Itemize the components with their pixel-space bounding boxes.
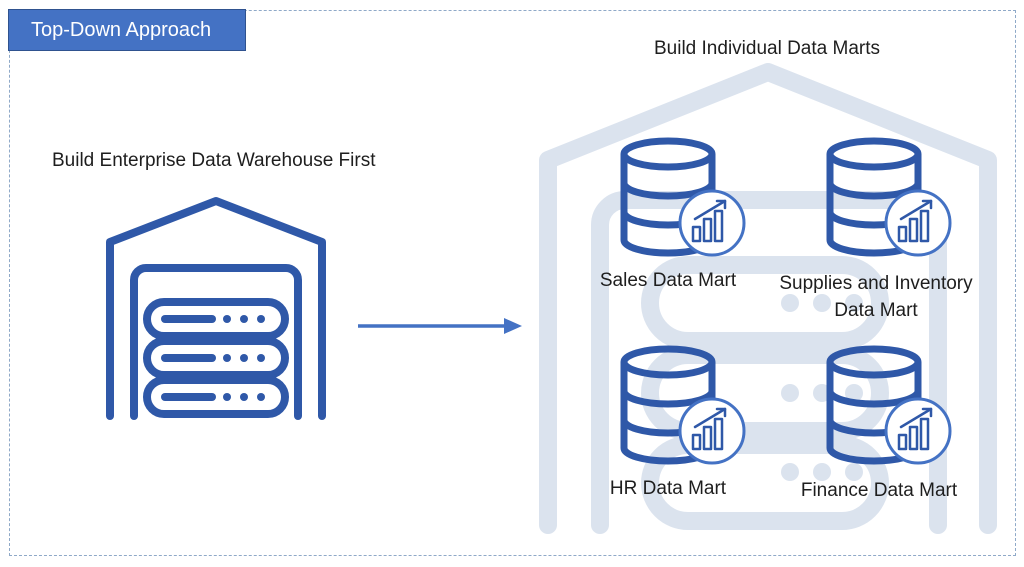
data-mart-label-hr: HR Data Mart	[609, 478, 727, 499]
data-mart-label-finance: Finance Data Mart	[800, 480, 958, 501]
diagram-title: Top-Down Approach	[8, 9, 246, 51]
data-mart-label-supplies-inventory: Supplies and Inventory Data Mart	[779, 273, 973, 321]
diagram-frame	[9, 10, 1016, 556]
data-mart-label-sales: Sales Data Mart	[599, 270, 737, 291]
left-caption: Build Enterprise Data Warehouse First	[52, 150, 376, 171]
right-caption: Build Individual Data Marts	[654, 38, 880, 59]
